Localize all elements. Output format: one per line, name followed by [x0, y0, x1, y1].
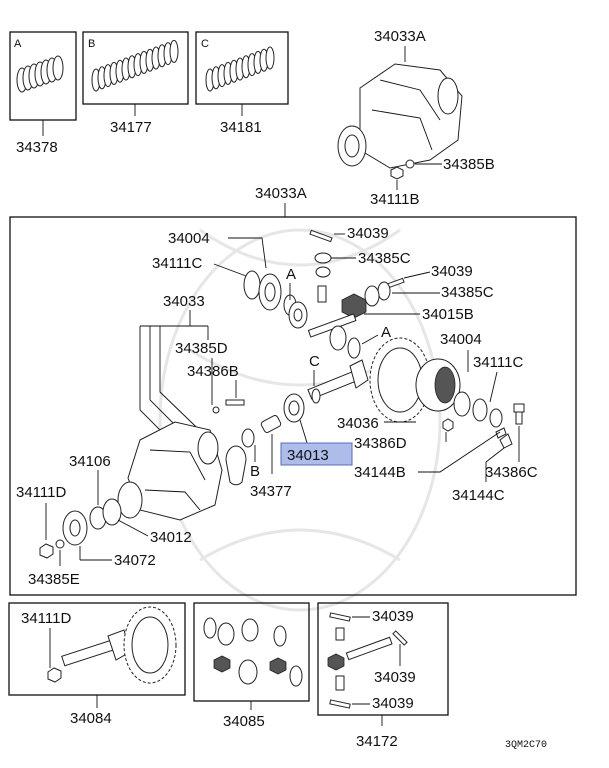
label-34015b: 34015B — [422, 306, 474, 323]
ring-pinion-gear-icon — [47, 606, 177, 684]
label-34036: 34036 — [337, 415, 379, 432]
inset-b: B 34177 — [82, 31, 189, 136]
inset-a-letter: A — [14, 38, 22, 50]
pins-part-number: 34172 — [356, 733, 398, 750]
label-34144c: 34144C — [452, 487, 505, 504]
pins-box: 34039 34039 34039 34172 — [317, 602, 449, 750]
inset-b-part-number: 34177 — [110, 119, 152, 136]
carrier-case-icon — [117, 421, 223, 521]
pins-label-1: 34039 — [372, 608, 414, 625]
coil-turn — [265, 46, 275, 70]
label-34013-highlighted: 34013 — [287, 447, 329, 464]
washer-b-icon — [241, 428, 255, 448]
label-34385c-upper: 34385C — [358, 250, 411, 267]
label-34039-right: 34039 — [431, 263, 473, 280]
bolt-34386d-icon — [442, 418, 454, 432]
gears-part-number: 34085 — [223, 713, 265, 730]
inset-c: C 34181 — [195, 31, 289, 136]
inset-c-letter: C — [201, 38, 209, 50]
side-gear-set-icon — [203, 617, 303, 687]
inset-b-frame — [82, 31, 189, 105]
top-nut-part-number: 34111B — [370, 191, 420, 208]
label-34004-left: 34004 — [168, 230, 210, 247]
label-34004-right: 34004 — [440, 331, 482, 348]
nut-icon — [390, 166, 404, 180]
label-34111d-left: 34111D — [16, 484, 66, 501]
pin-set-icon — [327, 612, 408, 709]
label-34012: 34012 — [150, 529, 192, 546]
diagram-code: 3QM2C70 — [505, 740, 547, 751]
main-assembly-title: 34033A — [255, 185, 307, 202]
pin-34039-upper-icon — [309, 229, 333, 243]
ring-pinion-part-number: 34084 — [70, 710, 112, 727]
label-34111c-right: 34111C — [473, 354, 523, 371]
pins-label-3: 34039 — [372, 695, 414, 712]
inset-a-part-number: 34378 — [16, 139, 58, 156]
marker-a-lower: A — [381, 324, 391, 341]
label-34377: 34377 — [250, 483, 292, 500]
label-34386c: 34386C — [485, 464, 538, 481]
side-gear-right-icon — [329, 325, 361, 359]
marker-c: C — [309, 353, 320, 370]
label-34385c-right: 34385C — [441, 284, 494, 301]
pinion-spacer-icon — [260, 415, 282, 433]
top-carrier-part-number: 34033A — [374, 28, 426, 45]
inset-a: A 34378 — [9, 31, 77, 156]
bolt-34386b-icon — [212, 399, 245, 414]
pins-label-2: 34039 — [374, 669, 416, 686]
side-gear-left-icon — [288, 301, 308, 329]
bolt-34386c-icon — [513, 403, 525, 425]
coil-turn — [169, 39, 179, 63]
spring-coil-b-icon — [91, 39, 179, 92]
pinion-shaft-icon — [317, 285, 327, 303]
ring-pinion-nut-label: 34111D — [21, 610, 71, 627]
highlight-box — [280, 442, 353, 466]
washer-34385c-upper-icon — [314, 252, 332, 278]
bearing-34013-icon — [283, 393, 305, 423]
label-34106: 34106 — [69, 453, 111, 470]
bracket-34144b-icon — [495, 427, 507, 439]
label-34386d: 34386D — [354, 435, 407, 452]
washer-34385c-right-icon — [377, 281, 391, 301]
label-34385d: 34385D — [175, 340, 228, 357]
marker-b: B — [250, 463, 260, 480]
label-34144b: 34144B — [354, 464, 406, 481]
top-bolt-part-number: 34385B — [443, 156, 495, 173]
label-34385e: 34385E — [28, 571, 80, 588]
spring-coil-c-icon — [205, 46, 275, 92]
inset-b-letter: B — [88, 38, 95, 50]
label-34039-upper: 34039 — [347, 225, 389, 242]
marker-a-upper: A — [286, 266, 296, 283]
label-34072: 34072 — [114, 552, 156, 569]
ring-pinion-box: 34111D 34084 — [8, 602, 186, 727]
bolt-icon — [405, 159, 415, 169]
top-carrier-assembly: 34033A 34385B 34111B — [337, 28, 495, 208]
gears-box: 34085 — [193, 602, 310, 730]
differential-case-icon — [415, 358, 503, 428]
differential-carrier-icon — [337, 63, 463, 169]
gears-frame — [193, 602, 310, 702]
flange-icon — [62, 498, 122, 546]
main-assembly-frame — [9, 216, 577, 596]
coil-turn — [52, 55, 64, 81]
drive-pinion-icon — [307, 359, 369, 404]
label-34386b: 34386B — [187, 363, 239, 380]
spring-pack-a-icon — [16, 55, 64, 93]
label-34111c-left: 34111C — [152, 255, 202, 272]
spider-gear-icon — [341, 285, 380, 319]
inset-c-part-number: 34181 — [220, 119, 262, 136]
pins-frame — [317, 602, 449, 716]
bracket-34144c-icon — [499, 433, 513, 449]
label-34033: 34033 — [163, 293, 205, 310]
shim-34385d-icon — [225, 445, 247, 486]
main-assembly: 34033A 34004 34111C 34033 34385D 34386B — [9, 185, 577, 596]
nut-34111d-icon — [39, 539, 65, 559]
